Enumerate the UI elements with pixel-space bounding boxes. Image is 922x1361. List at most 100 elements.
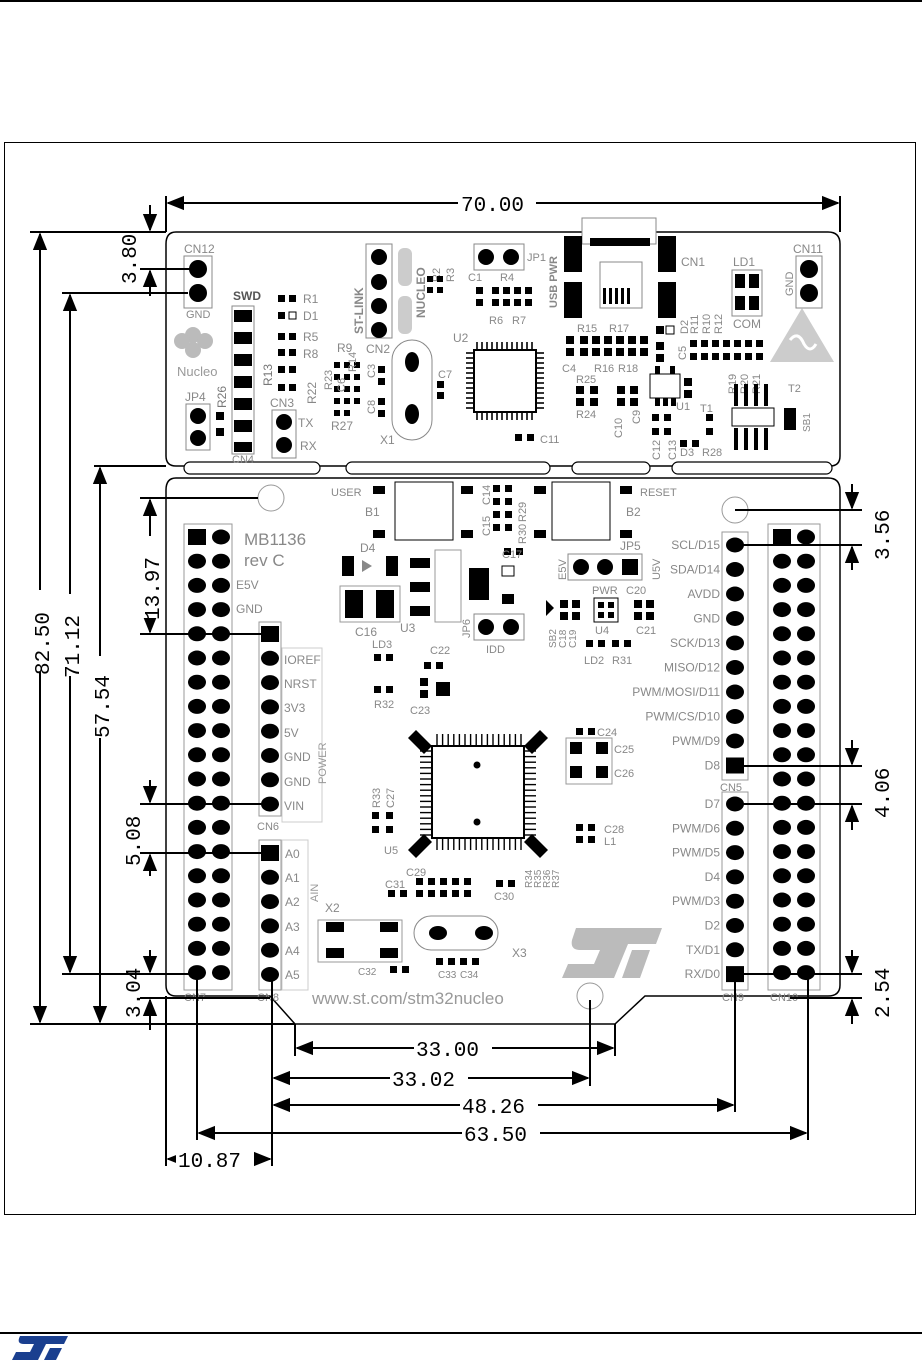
cn5-pin-label: SDA/D14 <box>670 563 720 577</box>
label-gnd-left: GND <box>186 309 211 321</box>
label-tx: TX <box>298 416 313 430</box>
cn6-pin <box>261 772 279 788</box>
cn7-pin <box>212 819 230 835</box>
label-c10: C10 <box>613 418 625 438</box>
cn9-pin-label: PWM/D5 <box>672 846 720 860</box>
label-c11: C11 <box>540 434 559 446</box>
cn10-pin <box>797 771 815 787</box>
cn10-pin <box>773 602 791 618</box>
label-usb-pwr: USB PWR <box>548 256 560 308</box>
label-u2: U2 <box>453 331 469 345</box>
label-gnd-1: GND <box>284 750 311 764</box>
r15-r18-pad-row <box>566 325 675 362</box>
c24-c26-capacitors <box>565 728 613 785</box>
label-r28: R28 <box>702 447 722 459</box>
c29-pad-array <box>388 878 515 897</box>
c17-pads <box>501 565 515 604</box>
label-com: COM <box>733 317 761 331</box>
label-c25: C25 <box>614 744 634 756</box>
u2-stlink-mcu: U2 <box>453 331 544 420</box>
label-b2: B2 <box>626 505 641 519</box>
label-c14: C14 <box>481 485 493 505</box>
r10-r12-pad-array <box>690 340 763 360</box>
cn9-pin-label: D2 <box>705 919 721 933</box>
cn10-pin <box>797 626 815 642</box>
label-c24: C24 <box>597 727 617 739</box>
label-st-link: ST-LINK <box>352 287 366 334</box>
label-cn4: CN4 <box>232 454 254 466</box>
cn9-pin <box>726 942 744 958</box>
label-r5: R5 <box>303 330 319 344</box>
jp4-jumper: JP4 <box>185 390 224 451</box>
label-url: www.st.com/stm32nucleo <box>311 989 504 1008</box>
dim-bottom-left: 3.04 <box>124 968 147 1018</box>
label-nucleo-jumper: NUCLEO <box>414 267 428 318</box>
cn10-pin <box>797 916 815 932</box>
label-c22: C22 <box>430 645 450 657</box>
dim-bottom-33-02: 33.02 <box>392 1070 455 1093</box>
label-ld3: LD3 <box>372 639 392 651</box>
cn7-pin <box>212 965 230 981</box>
label-r37: R37 <box>551 869 562 888</box>
cn9-pin <box>726 845 744 861</box>
d4-led <box>342 556 398 576</box>
cn10-header <box>767 523 821 991</box>
cn5-pin-label: SCL/D15 <box>671 538 720 552</box>
label-c28: C28 <box>604 824 624 836</box>
label-r26: R26 <box>215 386 229 408</box>
dim-cn6-vin: 5.08 <box>124 816 147 866</box>
cn7-pin <box>188 723 206 739</box>
cn9-pin <box>726 869 744 885</box>
label-r10: R10 <box>701 314 713 334</box>
cn10-pin <box>797 577 815 593</box>
cn7-pin <box>188 892 206 908</box>
cn7-pin <box>212 650 230 666</box>
label-c18: C18 <box>558 629 569 648</box>
cn7-pin <box>188 771 206 787</box>
dim-bottom-33-00: 33.00 <box>416 1040 479 1063</box>
ld3-r32-c22-c23-pads <box>374 654 450 698</box>
label-r36: R36 <box>542 869 553 888</box>
label-jp1: JP1 <box>527 252 546 264</box>
label-gnd-right: GND <box>784 272 796 297</box>
cn7-pin <box>188 577 206 593</box>
label-r24: R24 <box>576 409 596 421</box>
label-l1: L1 <box>604 836 616 848</box>
label-c31: C31 <box>385 879 405 891</box>
label-c16: C16 <box>355 625 377 639</box>
label-a4: A4 <box>285 944 300 958</box>
cn9-pin-label: TX/D1 <box>686 943 720 957</box>
u1-regulator <box>649 366 692 406</box>
jp6-idd-jumper <box>473 613 525 641</box>
label-mb1136: MB1136 <box>244 530 306 549</box>
cn10-pin <box>797 650 815 666</box>
cn10-pin <box>773 819 791 835</box>
label-c4: C4 <box>562 363 576 375</box>
r2-r3-pads <box>427 276 443 293</box>
esd-warning-icon <box>770 308 834 362</box>
label-r25: R25 <box>576 374 596 386</box>
label-r18: R18 <box>618 363 638 375</box>
c32-c34-pads <box>390 958 479 973</box>
cn6-power-header <box>258 621 323 823</box>
cn9-pin <box>726 820 744 836</box>
label-c5: C5 <box>677 346 689 360</box>
label-u5v: U5V <box>651 558 663 580</box>
cn10-pin <box>797 529 815 545</box>
cn5-pin-label: D8 <box>705 759 721 773</box>
cn7-pin <box>188 819 206 835</box>
figure-frame <box>4 142 916 1215</box>
cn8-pin <box>261 845 279 861</box>
label-d3: D3 <box>680 447 694 459</box>
cn5-pin <box>726 635 744 651</box>
cn7-header <box>183 523 233 991</box>
cn7-pin <box>212 529 230 545</box>
label-c15: C15 <box>481 516 493 536</box>
cn7-pin <box>188 529 206 545</box>
cn7-pin <box>212 868 230 884</box>
cn5-pin-label: PWM/MOSI/D11 <box>632 685 720 699</box>
st-logo-silkscreen-icon <box>562 928 662 978</box>
dim-bottom-10-87: 10.87 <box>178 1151 241 1174</box>
c14-r30-pads <box>493 485 523 555</box>
label-5v: 5V <box>284 726 299 740</box>
